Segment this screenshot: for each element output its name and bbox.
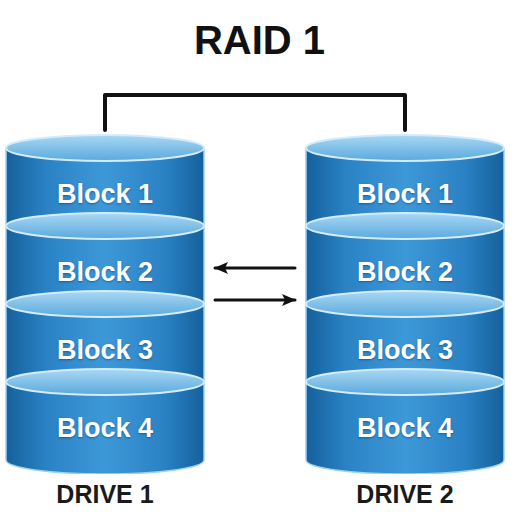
sync-arrow: [215, 299, 295, 302]
mirror-bracket: [105, 95, 405, 130]
drive-cylinder: Block 1Block 2Block 3Block 4DRIVE 1: [5, 130, 205, 474]
drive-label: DRIVE 1: [0, 480, 225, 509]
block-label: Block 4: [305, 396, 505, 460]
cylinder-top: [306, 213, 504, 239]
data-block: Block 4: [5, 368, 205, 474]
cylinder-top: [6, 369, 204, 395]
cylinder-top: [306, 369, 504, 395]
sync-arrow: [215, 267, 295, 270]
cylinder-top: [6, 213, 204, 239]
drive-cylinder: Block 1Block 2Block 3Block 4DRIVE 2: [305, 130, 505, 474]
data-block: Block 4: [305, 368, 505, 474]
cylinder-top: [306, 291, 504, 317]
cylinder-top: [6, 291, 204, 317]
diagram-title: RAID 1: [0, 18, 519, 63]
cylinder-top: [6, 135, 204, 161]
block-label: Block 4: [5, 396, 205, 460]
drive-label: DRIVE 2: [285, 480, 519, 509]
cylinder-top: [306, 135, 504, 161]
